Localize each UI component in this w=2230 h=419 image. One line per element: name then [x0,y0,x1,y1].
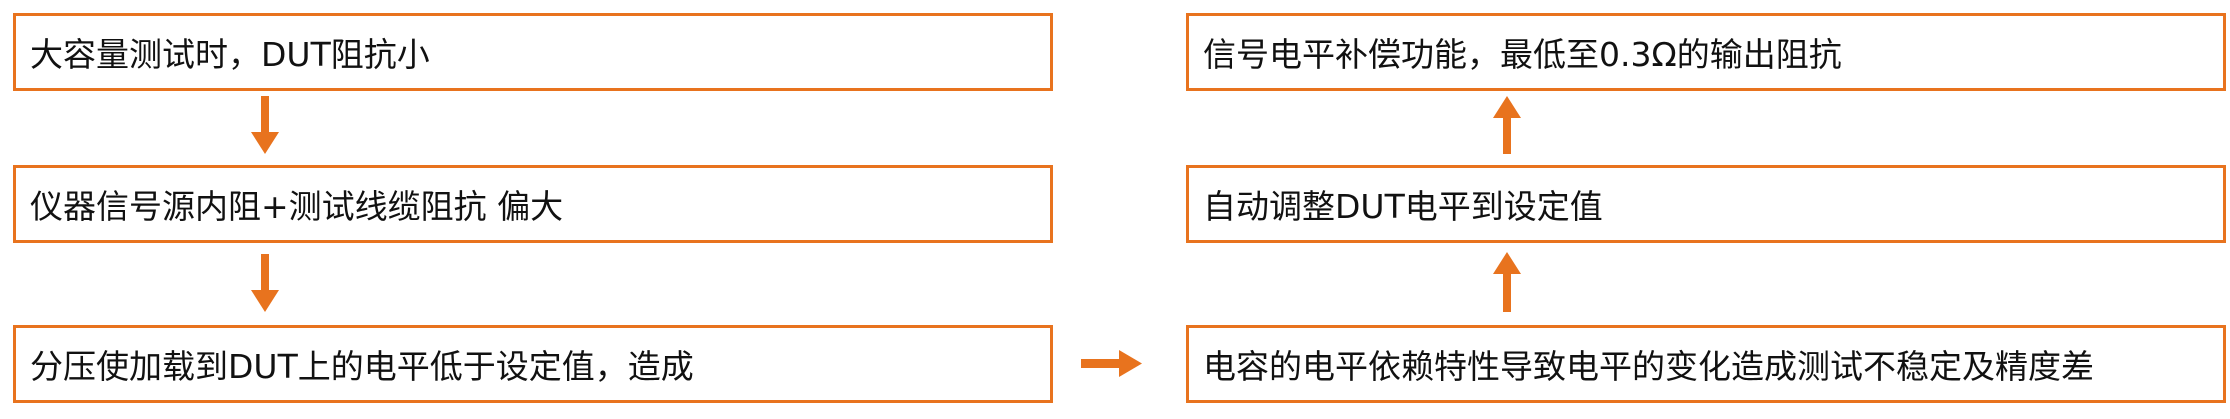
box-text: 仪器信号源内阻+测试线缆阻抗 偏大 [30,187,564,226]
arrow-right [1081,350,1142,377]
box-text: 电容的电平依赖特性导致电平的变化造成测试不稳定及精度差 [1203,347,2094,386]
arrow-down-2 [251,254,279,312]
box-capacitor-level-dependency: 电容的电平依赖特性导致电平的变化造成测试不稳定及精度差 [1186,325,2226,403]
box-source-and-cable-impedance: 仪器信号源内阻+测试线缆阻抗 偏大 [13,165,1053,243]
arrow-up-1 [1493,252,1521,312]
box-text: 分压使加载到DUT上的电平低于设定值，造成 [30,347,694,386]
box-voltage-division: 分压使加载到DUT上的电平低于设定值，造成 [13,325,1053,403]
arrow-up-2 [1493,96,1521,154]
arrow-down-1 [251,96,279,154]
box-text: 自动调整DUT电平到设定值 [1203,187,1603,226]
box-large-capacity-low-impedance: 大容量测试时，DUT阻抗小 [13,13,1053,91]
box-level-compensation: 信号电平补偿功能，最低至0.3Ω的输出阻抗 [1186,13,2226,91]
box-text: 大容量测试时，DUT阻抗小 [30,35,430,74]
box-auto-adjust-level: 自动调整DUT电平到设定值 [1186,165,2226,243]
box-text: 信号电平补偿功能，最低至0.3Ω的输出阻抗 [1203,35,1842,74]
